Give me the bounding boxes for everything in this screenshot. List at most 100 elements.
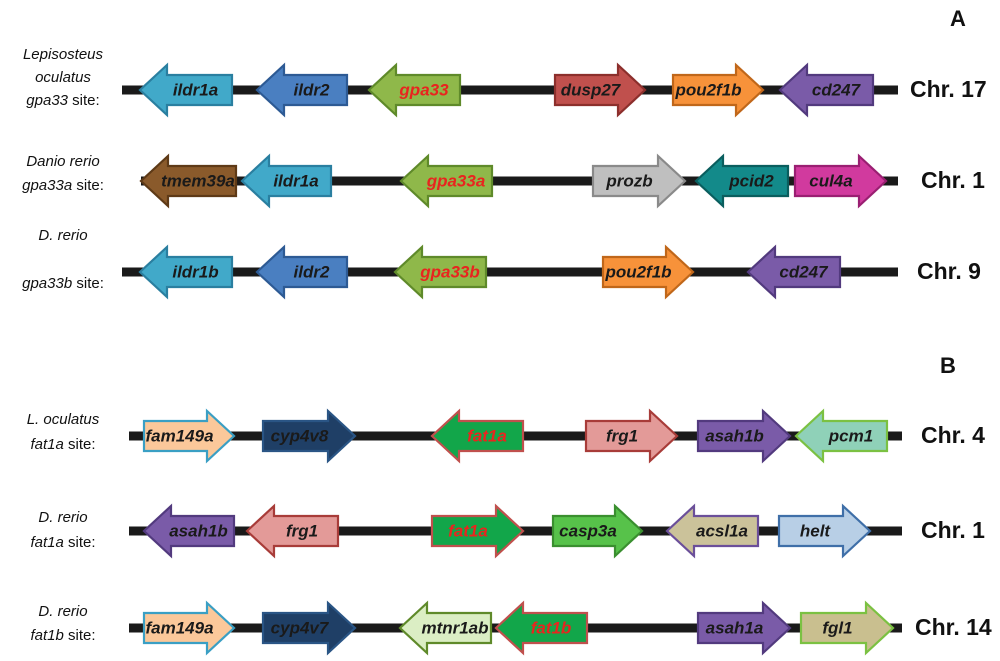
gene-arrow-gpa33a: gpa33a	[399, 153, 494, 209]
panel-label: A	[950, 6, 966, 31]
gene-arrow-ildr1a: ildr1a	[240, 153, 333, 209]
gene-arrow-shape	[393, 244, 488, 300]
gene-arrow-pcid2: pcid2	[694, 153, 790, 209]
gene-arrow-cd247: cd247	[746, 244, 842, 300]
gene-label: pcm1	[828, 426, 873, 445]
gene-arrow-shape	[794, 408, 889, 464]
gene-arrow-cd247: cd247	[778, 62, 875, 118]
chromosome-label: Chr. 4	[921, 422, 985, 448]
gene-arrow-shape	[142, 408, 236, 464]
site-label-line: fat1a site:	[30, 436, 95, 453]
gene-arrow-cul4a: cul4a	[793, 153, 888, 209]
gene-label: asah1b	[705, 426, 764, 445]
panel-label: B	[940, 353, 956, 378]
site-label-line: L. oculatus	[27, 411, 100, 428]
gene-arrow-shape	[793, 153, 888, 209]
gene-label: fgl1	[822, 618, 852, 637]
gene-arrow-mtnr1ab: mtnr1ab	[398, 600, 493, 656]
gene-label: asah1a	[706, 618, 764, 637]
panel-b: B L. oculatus fat1a site: fam149a cyp4v8 fat1…	[27, 353, 992, 656]
gene-label: pou2f1b	[674, 80, 741, 99]
gene-arrow-frg1: frg1	[584, 408, 679, 464]
gene-label: casp3a	[559, 521, 617, 540]
gene-arrow-shape	[398, 600, 493, 656]
gene-arrow-shape	[584, 408, 679, 464]
gene-label: asah1b	[169, 521, 228, 540]
gene-arrow-asah1a: asah1a	[696, 600, 792, 656]
gene-arrow-shape	[778, 62, 875, 118]
site-label-line: D. rerio	[38, 227, 87, 244]
gene-arrow-prozb: prozb	[591, 153, 687, 209]
gene-arrow-shape	[261, 408, 357, 464]
gene-arrow-shape	[138, 62, 234, 118]
gene-label: prozb	[605, 171, 652, 190]
gene-label: fat1a	[467, 426, 507, 445]
gene-label: cyp4v8	[271, 426, 329, 445]
gene-arrow-shape	[240, 153, 333, 209]
gene-label: ildr1b	[172, 262, 218, 281]
gene-arrow-shape	[367, 62, 462, 118]
gene-arrow-fat1b: fat1b	[494, 600, 589, 656]
site-label-line: D. rerio	[38, 603, 87, 620]
gene-arrow-ildr1b: ildr1b	[138, 244, 234, 300]
site-label-line: gpa33b site:	[22, 275, 104, 292]
gene-label: frg1	[606, 426, 638, 445]
site-label-line: gpa33 site:	[26, 92, 99, 109]
gene-arrow-helt: helt	[777, 503, 872, 559]
gene-arrow-asah1b: asah1b	[142, 503, 236, 559]
gene-arrow-tmem39a: tmem39a	[139, 153, 238, 209]
gene-arrow-shape	[255, 62, 349, 118]
gene-label: tmem39a	[161, 171, 235, 190]
gene-label: cd247	[779, 262, 829, 281]
gene-label: acsl1a	[696, 521, 748, 540]
gene-arrow-asah1b: asah1b	[696, 408, 792, 464]
gene-arrow-shape	[142, 600, 236, 656]
locus-track: D. rerio gpa33b site: ildr1b ildr2 gpa33b pou…	[22, 227, 981, 300]
gene-arrow-pou2f1b: pou2f1b	[601, 244, 695, 300]
gene-label: cyp4v7	[271, 618, 330, 637]
chromosome-label: Chr. 1	[921, 167, 985, 193]
gene-label: pou2f1b	[604, 262, 671, 281]
gene-arrow-dusp27: dusp27	[553, 62, 647, 118]
gene-label: ildr2	[294, 262, 330, 281]
gene-arrow-fat1a: fat1a	[430, 503, 525, 559]
gene-arrow-shape	[551, 503, 644, 559]
gene-arrow-cyp4v7: cyp4v7	[261, 600, 357, 656]
site-label-line: D. rerio	[38, 509, 87, 526]
gene-label: ildr1a	[273, 171, 318, 190]
gene-arrow-shape	[139, 153, 238, 209]
gene-label: cd247	[812, 80, 862, 99]
site-label-line: fat1b site:	[30, 627, 95, 644]
gene-arrow-shape	[245, 503, 340, 559]
gene-label: gpa33a	[426, 171, 486, 190]
gene-arrow-acsl1a: acsl1a	[665, 503, 760, 559]
gene-arrow-pou2f1b: pou2f1b	[671, 62, 765, 118]
gene-arrow-fat1a: fat1a	[430, 408, 525, 464]
chromosome-label: Chr. 17	[910, 76, 987, 102]
chromosome-label: Chr. 1	[921, 517, 985, 543]
gene-arrow-gpa33: gpa33	[367, 62, 462, 118]
gene-arrow-shape	[777, 503, 872, 559]
gene-arrow-shape	[430, 503, 525, 559]
gene-label: gpa33b	[419, 262, 480, 281]
gene-label: helt	[800, 521, 832, 540]
gene-label: pcid2	[728, 171, 774, 190]
gene-arrow-shape	[671, 62, 765, 118]
gene-arrow-casp3a: casp3a	[551, 503, 644, 559]
gene-arrow-shape	[553, 62, 647, 118]
gene-label: fam149a	[145, 618, 213, 637]
gene-arrow-shape	[665, 503, 760, 559]
gene-label: dusp27	[561, 80, 622, 99]
gene-label: fat1a	[448, 521, 488, 540]
gene-label: gpa33	[398, 80, 449, 99]
gene-arrow-shape	[601, 244, 695, 300]
gene-arrow-shape	[138, 244, 234, 300]
gene-arrow-shape	[261, 600, 357, 656]
gene-label: cul4a	[809, 171, 852, 190]
